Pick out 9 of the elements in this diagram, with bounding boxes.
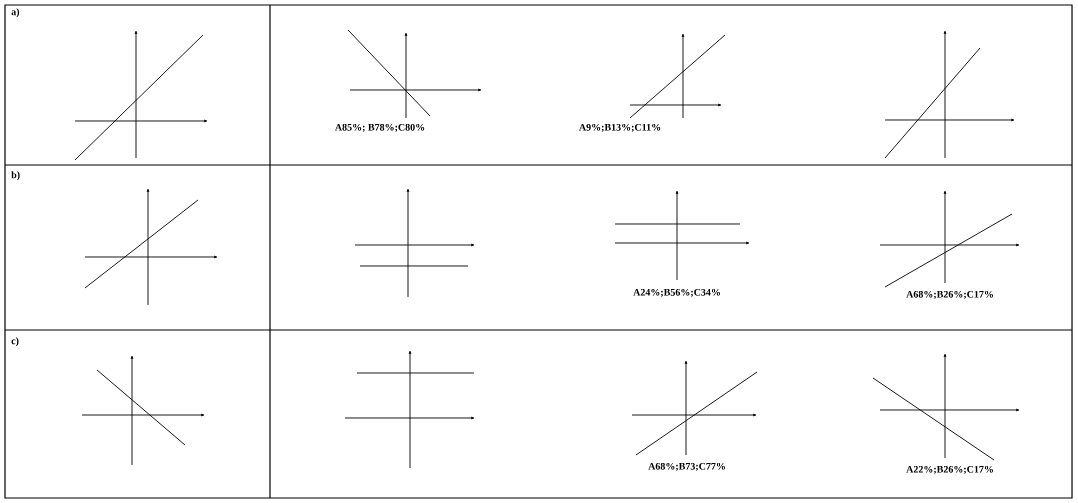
value-label: A9%;B13%;C11% [579, 123, 661, 133]
value-label: c) [11, 337, 19, 347]
value-label: A85%; B78%;C80% [334, 123, 425, 133]
value-label: A24%;B56%;C34% [633, 288, 720, 298]
value-label: A22%;B26%;C17% [906, 465, 993, 475]
value-label: a) [11, 8, 20, 18]
value-label: A68%;B26%;C17% [906, 290, 993, 300]
value-label: A68%;B73;C77% [648, 462, 725, 472]
value-label: b) [11, 171, 20, 181]
